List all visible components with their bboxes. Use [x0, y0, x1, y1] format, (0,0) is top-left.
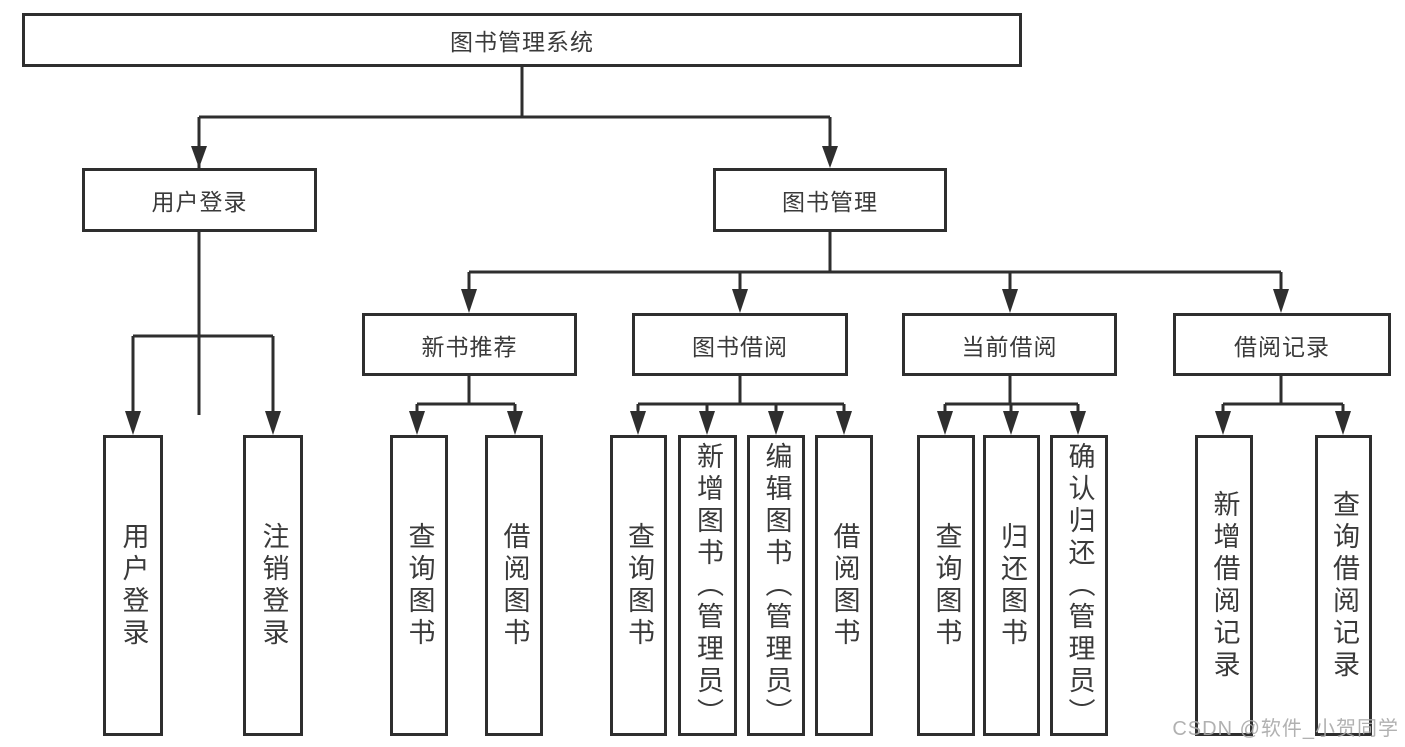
connector-newbook-to-leaves	[415, 376, 517, 415]
leaf-currentborrow-return-books: 归还图书	[983, 435, 1040, 736]
arrowhead	[125, 411, 141, 435]
arrowhead	[768, 411, 784, 435]
arrowhead	[1003, 411, 1019, 435]
leaf-bookborrow-borrow-books: 借阅图书	[815, 435, 873, 736]
arrowhead	[937, 411, 953, 435]
connector-records-to-leaves	[1221, 376, 1345, 415]
arrowhead	[191, 146, 207, 168]
csdn-watermark: CSDN @软件_小贺同学	[1172, 718, 1399, 740]
node-borrow-records: 借阅记录	[1173, 313, 1391, 376]
leaf-records-query-borrow-record: 查询借阅记录	[1315, 435, 1372, 736]
connector-root-to-level2	[197, 65, 832, 415]
leaf-bookborrow-add-books-admin: 新增图书（管理员）	[678, 435, 737, 736]
arrowhead	[265, 411, 281, 435]
leaf-records-add-borrow-record: 新增借阅记录	[1195, 435, 1253, 736]
node-book-management: 图书管理	[713, 168, 947, 232]
arrowhead	[1070, 411, 1086, 435]
leaf-newbook-borrow-books: 借阅图书	[485, 435, 543, 736]
leaf-currentborrow-query-books: 查询图书	[917, 435, 975, 736]
arrowhead	[461, 289, 477, 313]
arrowhead	[1002, 289, 1018, 313]
arrowhead	[1215, 411, 1231, 435]
arrowhead	[1335, 411, 1351, 435]
arrowhead	[409, 411, 425, 435]
leaf-logout-login: 注销登录	[243, 435, 303, 736]
leaf-newbook-query-books: 查询图书	[390, 435, 448, 736]
node-book-borrow: 图书借阅	[632, 313, 848, 376]
arrowhead	[732, 289, 748, 313]
leaf-user-login: 用户登录	[103, 435, 163, 736]
connector-userlogin-to-leaves	[131, 232, 275, 415]
connector-bookborrow-to-leaves	[636, 376, 846, 415]
arrowhead	[822, 146, 838, 168]
arrowhead	[630, 411, 646, 435]
arrowhead	[1273, 289, 1289, 313]
leaf-bookborrow-edit-books-admin: 编辑图书（管理员）	[747, 435, 805, 736]
leaf-bookborrow-query-books: 查询图书	[610, 435, 667, 736]
node-root-library-system: 图书管理系统	[22, 13, 1022, 67]
node-user-login: 用户登录	[82, 168, 317, 232]
connector-bookmgmt-to-level3	[467, 232, 1283, 293]
connector-currentborrow-to-leaves	[943, 376, 1080, 415]
arrowhead	[836, 411, 852, 435]
node-new-book-recommend: 新书推荐	[362, 313, 577, 376]
arrowhead	[507, 411, 523, 435]
node-current-borrow: 当前借阅	[902, 313, 1117, 376]
leaf-currentborrow-confirm-return-admin: 确认归还（管理员）	[1050, 435, 1108, 736]
arrowhead	[699, 411, 715, 435]
